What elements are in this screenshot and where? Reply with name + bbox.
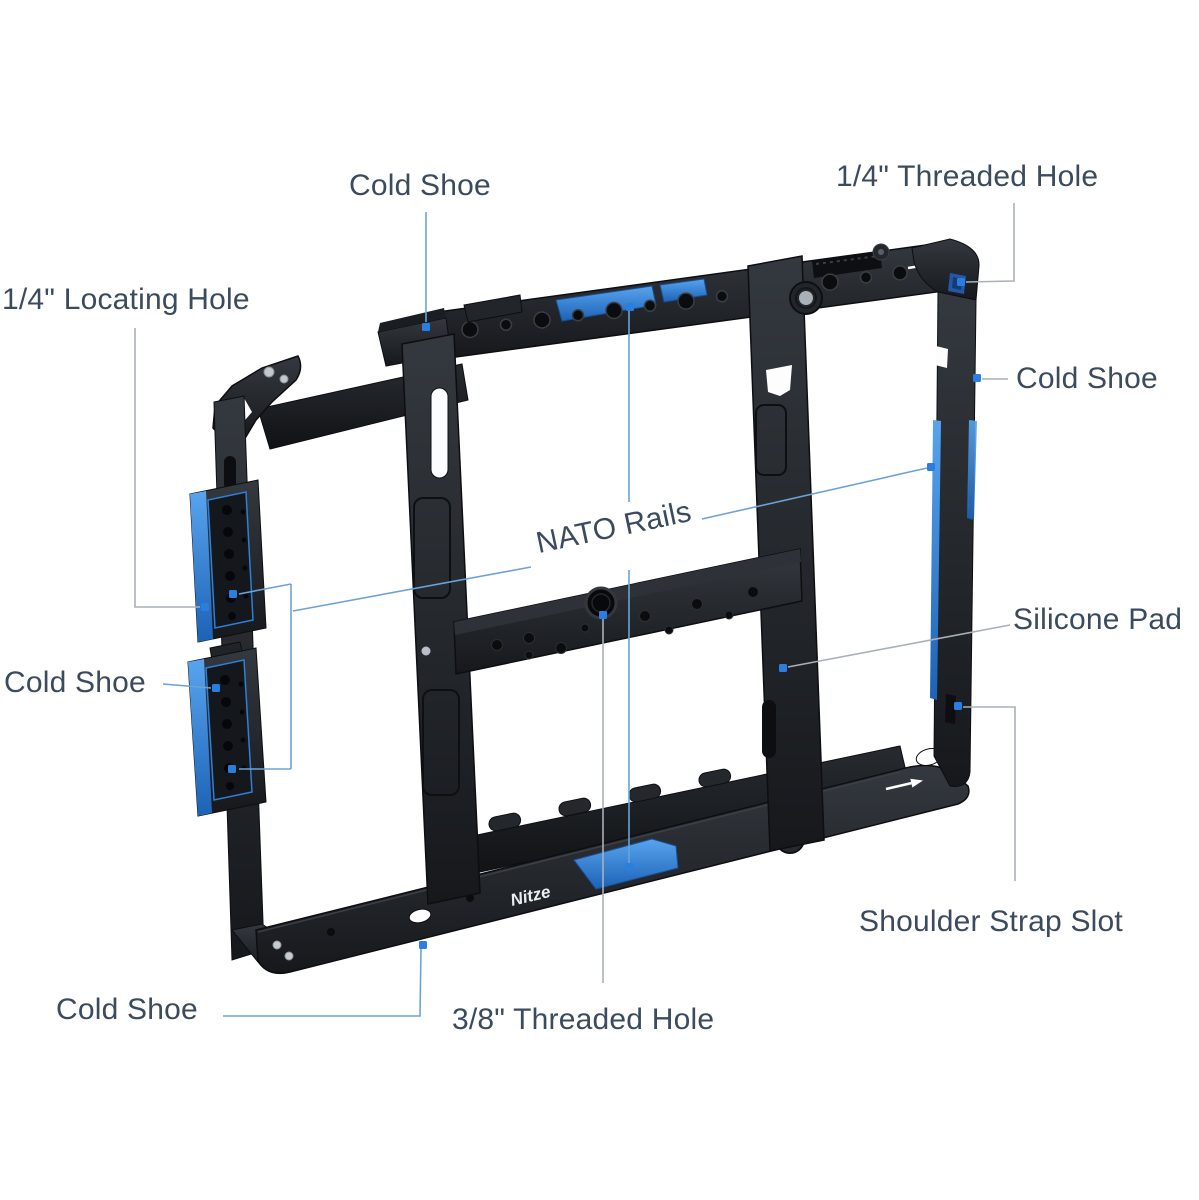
callout-line-nato-tick-upper (238, 583, 292, 595)
label-quarter-inch-threaded-hole: 1/4" Threaded Hole (836, 160, 1099, 193)
dot-cold-shoe-left (212, 684, 220, 692)
dot-shoulder-strap (954, 702, 962, 710)
callout-line-silicone-pad (787, 624, 1011, 668)
callout-line-quarter-threaded (965, 203, 1015, 283)
callout-dots (201, 278, 981, 949)
dot-quarter-threaded (957, 278, 965, 286)
label-silicone-pad: Silicone Pad (1013, 603, 1183, 636)
dot-nato-bottom (625, 863, 633, 871)
center-crossbar (453, 548, 803, 675)
callout-lines (134, 203, 1016, 1017)
dot-silicone-pad (779, 664, 787, 672)
callout-line-quarter-locating (134, 328, 200, 608)
left-rail (187, 395, 267, 961)
right-rail (911, 238, 980, 787)
callout-line-cold-shoe-left (162, 683, 212, 689)
label-cold-shoe-left: Cold Shoe (4, 666, 146, 699)
label-quarter-inch-locating-hole: 1/4" Locating Hole (2, 283, 250, 316)
callout-line-shoulder-strap (963, 706, 1016, 881)
label-cold-shoe-right: Cold Shoe (1016, 362, 1158, 395)
callout-line-cold-shoe-bottom (223, 947, 422, 1017)
dot-cold-shoe-right (973, 374, 981, 382)
callout-line-nato-left (292, 566, 532, 612)
label-cold-shoe-top: Cold Shoe (349, 169, 491, 202)
slide-arrow-bottom-icon (885, 778, 924, 791)
dot-nato-left-upper (229, 590, 237, 598)
top-nato-rail (377, 241, 959, 367)
dot-nato-left-lower (228, 765, 236, 773)
dot-quarter-locating (201, 603, 209, 611)
cage-frame: Nitze (187, 238, 980, 975)
dot-nato-top (626, 303, 634, 311)
label-cold-shoe-bottom: Cold Shoe (56, 993, 198, 1026)
dot-nato-right (927, 463, 935, 471)
callout-line-nato-right (701, 467, 928, 520)
dot-cold-shoe-top (422, 323, 430, 331)
label-shoulder-strap-slot: Shoulder Strap Slot (859, 905, 1123, 938)
inner-left-bar (401, 333, 481, 905)
dot-cold-shoe-bottom (419, 941, 427, 949)
label-three-eighth-inch-threaded-hole: 3/8" Threaded Hole (452, 1003, 715, 1036)
dot-three-eighth (599, 611, 607, 619)
bottom-rail: Nitze (255, 748, 970, 974)
